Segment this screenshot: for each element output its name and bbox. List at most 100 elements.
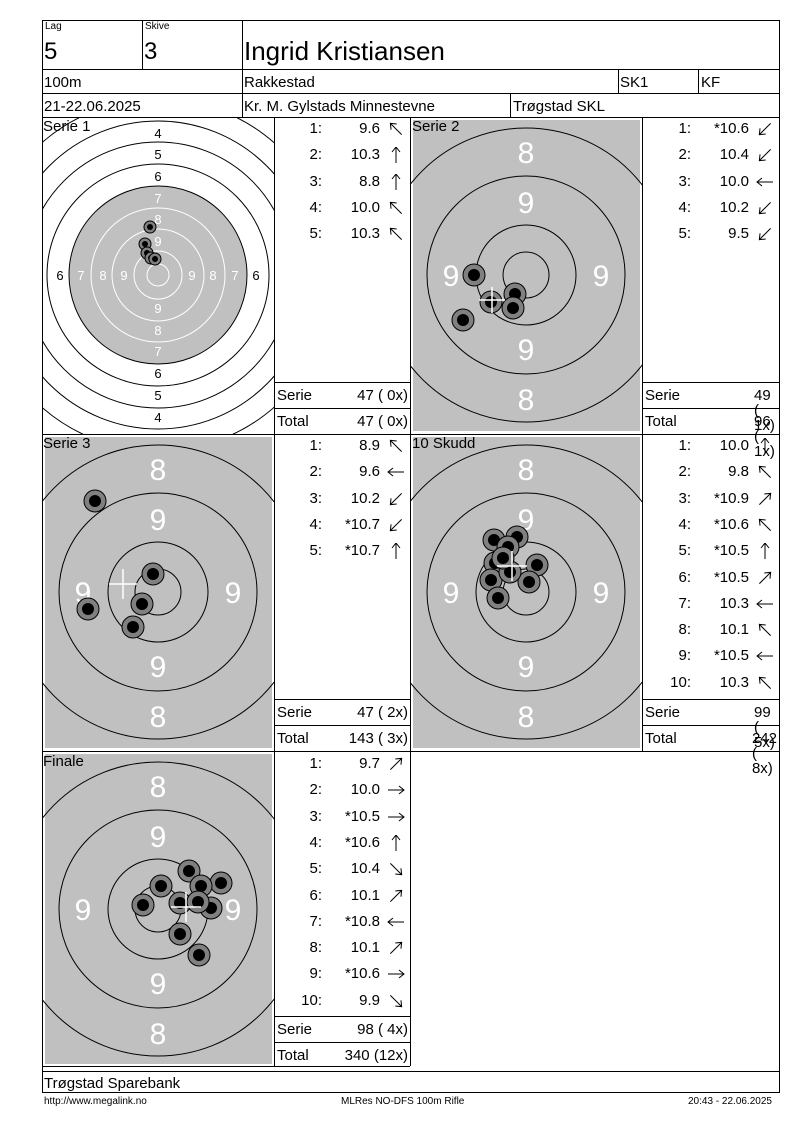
shot-hole: [209, 871, 233, 895]
serie-3-shots: [76, 489, 165, 639]
lag-label: Lag: [45, 21, 62, 32]
serie-sum-label: Serie: [645, 704, 681, 721]
shot-value: *10.5: [713, 568, 749, 586]
total-sum-label: Total: [277, 413, 309, 430]
direction-arrow-icon: [755, 147, 775, 163]
serie-sum-label: Serie: [645, 387, 681, 404]
shot-value: *10.6: [713, 515, 749, 533]
shot-row: 10: 10.3: [643, 675, 779, 691]
shot-number: 5:: [309, 542, 322, 560]
summary-divider: [275, 725, 410, 726]
shot-row: 4:10.2: [643, 200, 779, 216]
ring-number: 7: [231, 268, 238, 283]
shot-hole: [148, 252, 162, 266]
target-finale: 8 9 9 9 9 8: [43, 752, 274, 1066]
shot-hole: [130, 592, 154, 616]
direction-arrow-icon: [386, 888, 406, 904]
shot-number: 5:: [309, 225, 322, 243]
ring-number: 5: [154, 388, 161, 403]
ring-number: 8: [154, 212, 161, 227]
shot-value: 10.3: [350, 146, 380, 164]
organizer: Trøgstad SKL: [513, 98, 605, 115]
direction-arrow-icon: [386, 438, 406, 454]
shot-number: 3:: [309, 172, 322, 190]
shot-row: 4:10.0: [275, 200, 410, 216]
shot-hole: [143, 220, 157, 234]
distance: 100m: [44, 74, 82, 91]
summary-divider: [643, 725, 779, 726]
shot-hole: [131, 893, 155, 917]
summary-divider: [275, 1016, 410, 1017]
shot-value: *10.5: [713, 647, 749, 665]
svg-text:9: 9: [150, 821, 167, 854]
shot-row: 1:*10.6: [643, 121, 779, 137]
shot-row: 2:9.6: [275, 464, 410, 480]
footer-url[interactable]: http://www.megalink.no: [44, 1096, 147, 1107]
svg-text:9: 9: [150, 651, 167, 684]
ring-number: 8: [209, 268, 216, 283]
finale-ring-numbers: 8 9 9 9 9 8: [75, 771, 242, 1051]
serie-1-shots: [138, 220, 162, 266]
svg-text:9: 9: [225, 577, 242, 610]
shot-value: 9.6: [359, 120, 380, 137]
shot-row: 7:10.3: [643, 596, 779, 612]
shot-row: 4:*10.7: [275, 517, 410, 533]
shot-hole: [186, 890, 210, 914]
shot-number: 4:: [678, 515, 691, 533]
direction-arrow-icon: [386, 226, 406, 242]
direction-arrow-icon: [386, 121, 406, 137]
shot-row: 5:9.5: [643, 226, 779, 242]
ring-number: 9: [154, 301, 161, 316]
direction-arrow-icon: [386, 756, 406, 772]
shot-row: 9:*10.5: [643, 648, 779, 664]
summary-divider: [275, 382, 410, 383]
shot-hole: [149, 874, 173, 898]
ring-number: 7: [154, 191, 161, 206]
target-10-skudd: 8 9 9 9 9 8: [411, 435, 642, 751]
summary-divider: [275, 1042, 410, 1043]
ring-number: 9: [120, 268, 127, 283]
svg-text:9: 9: [150, 968, 167, 1001]
shot-value: *10.6: [344, 965, 380, 983]
ring-number: 6: [154, 366, 161, 381]
shot-hole: [491, 546, 515, 570]
direction-arrow-icon: [386, 940, 406, 956]
svg-text:9: 9: [518, 334, 535, 367]
shot-number: 2:: [309, 146, 322, 164]
direction-arrow-icon: [386, 146, 406, 164]
direction-arrow-icon: [386, 914, 406, 930]
shot-value: 10.3: [719, 673, 749, 691]
svg-text:8: 8: [518, 454, 535, 487]
shot-value: *10.5: [344, 807, 380, 825]
svg-text:8: 8: [518, 384, 535, 417]
svg-text:8: 8: [150, 701, 167, 734]
ring-number: 4: [154, 126, 161, 141]
ring-number: 6: [56, 268, 63, 283]
ring-number: 6: [154, 169, 161, 184]
direction-arrow-icon: [755, 648, 775, 664]
shot-row: 2:9.8: [643, 464, 779, 480]
shot-row: 2:10.0: [275, 782, 410, 798]
shot-row: 2:10.4: [643, 147, 779, 163]
shot-number: 3:: [678, 172, 691, 190]
ring-number: 8: [99, 268, 106, 283]
shot-value: 9.7: [359, 755, 380, 772]
shot-number: 4:: [678, 198, 691, 216]
total-sum-value: 96 ( 1x): [754, 413, 775, 460]
shot-hole: [76, 597, 100, 621]
mean-point-cross: [109, 569, 137, 599]
shot-number: 5:: [309, 860, 322, 878]
direction-arrow-icon: [755, 464, 775, 480]
shot-row: 1:8.9: [275, 438, 410, 454]
club: Rakkestad: [244, 74, 315, 91]
direction-arrow-icon: [386, 861, 406, 877]
summary-divider: [643, 382, 779, 383]
direction-arrow-icon: [386, 464, 406, 480]
class: SK1: [620, 74, 649, 91]
event-name: Kr. M. Gylstads Minnestevne: [244, 98, 435, 115]
shot-row: 8:10.1: [643, 622, 779, 638]
shot-hole: [177, 859, 201, 883]
sponsor: Trøgstad Sparebank: [44, 1075, 181, 1092]
shot-number: 10:: [670, 673, 691, 691]
shot-number: 3:: [309, 489, 322, 507]
